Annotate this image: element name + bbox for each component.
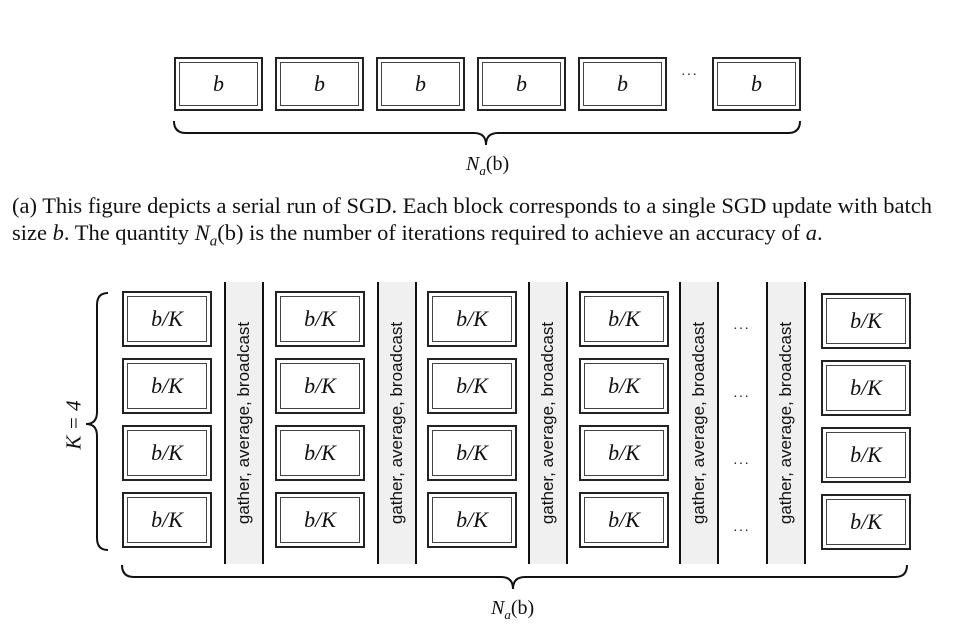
ellipsis: ··· [733,390,750,405]
worker-block: b/K [579,358,669,414]
worker-block: b/K [275,425,365,481]
worker-block: b/K [122,425,212,481]
worker-block: b/K [821,360,911,416]
block-label: b [751,71,762,96]
worker-block: b/K [821,427,911,483]
worker-block: b/K [122,358,212,414]
worker-block: b/K [579,492,669,548]
ellipsis: ··· [733,524,750,539]
sgd-block: b [712,57,801,111]
figure-caption: (a) This figure depicts a serial run of … [12,193,932,250]
sgd-block: b [578,57,667,111]
worker-block: b/K [579,291,669,347]
worker-block: b/K [122,492,212,548]
worker-block: b/K [275,291,365,347]
top-brace-label: Na(b) [466,153,510,178]
worker-block: b/K [427,425,517,481]
worker-block: b/K [275,492,365,548]
sync-bar: gather, average, broadcast [528,282,568,564]
block-label: b [415,71,426,96]
sync-bar: gather, average, broadcast [679,282,719,564]
sgd-block: b [477,57,566,111]
worker-block: b/K [427,492,517,548]
sgd-block: b [376,57,465,111]
ellipsis: ··· [733,457,750,472]
block-label: b [516,71,527,96]
block-label: b [314,71,325,96]
ellipsis: ··· [733,322,750,337]
bottom-brace-label: Na(b) [491,597,535,622]
worker-block: b/K [821,293,911,349]
sync-bar: gather, average, broadcast [377,282,417,564]
worker-block: b/K [427,291,517,347]
sgd-block: b [174,57,263,111]
block-label: b [617,71,628,96]
worker-block: b/K [275,358,365,414]
sync-bar: gather, average, broadcast [224,282,264,564]
worker-block: b/K [579,425,669,481]
top-brace [173,120,801,146]
sgd-block: b [275,57,364,111]
ellipsis: ··· [681,68,698,83]
sync-bar: gather, average, broadcast [766,282,806,564]
worker-block: b/K [427,358,517,414]
worker-block: b/K [821,494,911,550]
worker-block: b/K [122,291,212,347]
block-label: b [213,71,224,96]
